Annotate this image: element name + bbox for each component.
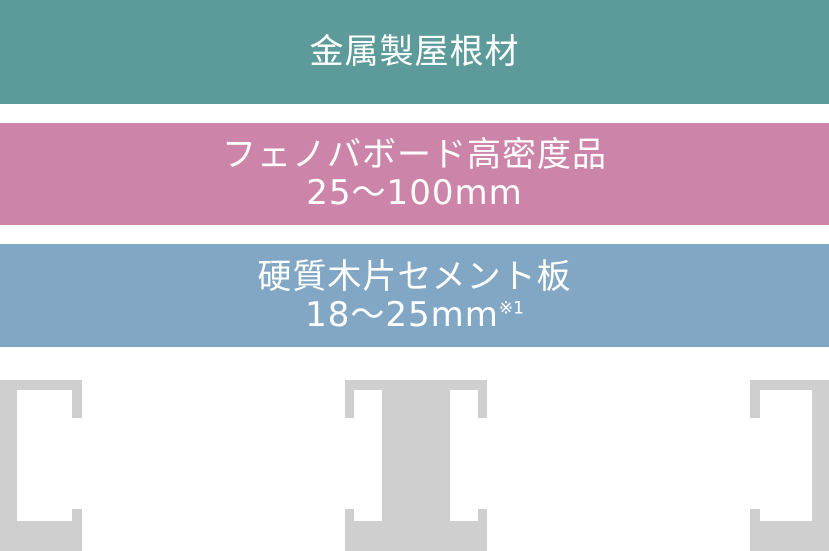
layer-metal-roofing-label: 金属製屋根材 [309,32,520,72]
layer-phenova-board: フェノバボード高密度品 25～100mm [0,123,829,225]
left-channel-beam [0,380,82,551]
layer-cement-board: 硬質木片セメント板 18～25mm※1 [0,244,829,347]
right-channel-beam [750,380,829,551]
footnote-marker: ※1 [498,298,524,319]
layer-phenova-board-thickness: 25～100mm [306,173,523,213]
layer-cement-board-thickness: 18～25mm [305,294,499,335]
center-i-beam [345,380,487,551]
layer-cement-board-thickness-line: 18～25mm※1 [305,296,524,334]
layer-phenova-board-label: フェノバボード高密度品 [222,135,607,175]
layer-metal-roofing: 金属製屋根材 [0,0,829,104]
layer-cement-board-label: 硬質木片セメント板 [257,256,572,297]
